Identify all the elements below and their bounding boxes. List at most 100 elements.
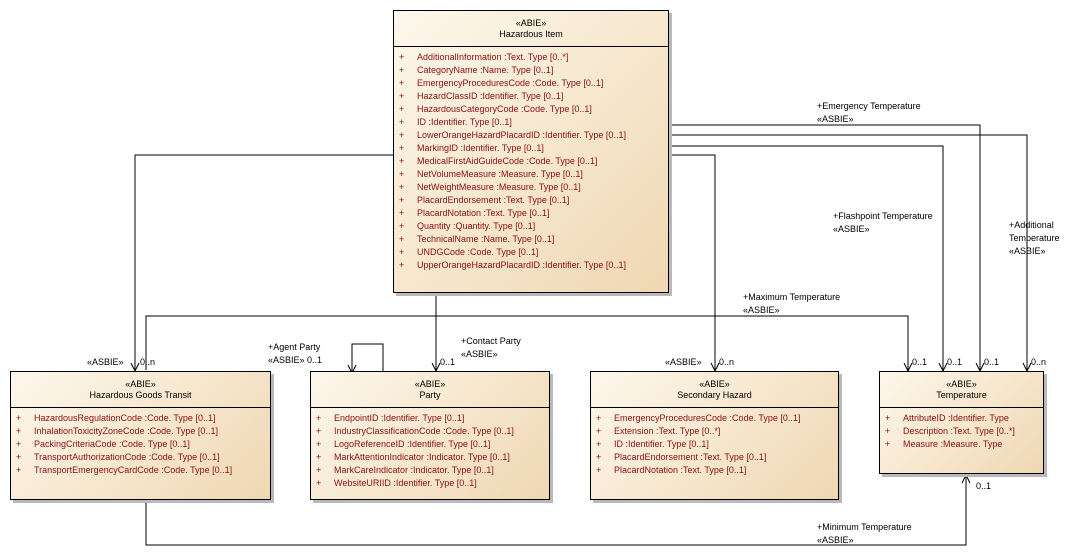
attribute-row[interactable]: +NetWeightMeasure :Measure. Type [0..1] [394,181,668,194]
attribute-row[interactable]: + HazardousCategoryCode :Code. Type [0..1… [394,103,668,116]
attribute-text: CategoryName :Name. Type [0..1] [417,65,554,75]
label-secondary-hazard-stereotype: «ASBIE» [665,357,702,367]
visibility-marker: + [16,439,22,449]
visibility-marker: + [596,413,602,423]
multiplicity-maximum-temperature: 0..1 [912,357,928,367]
connector-emergency-temperature [668,124,981,370]
attribute-text: HazardousCategoryCode :Code. Type [0..1] [417,104,592,114]
attribute-row[interactable]: +TechnicalName :Name. Type [0..1] [394,233,668,246]
visibility-marker: + [399,78,405,88]
attribute-row[interactable]: +HazardousRegulationCode :Code. Type [0.… [11,412,270,425]
connector-agent-party [351,343,384,372]
visibility-marker: + [399,65,405,75]
class-title: Temperature [936,390,987,400]
attribute-text: IndustryClassificationCode :Code. Type [… [334,426,514,436]
attribute-row[interactable]: +PlacardNotation :Text. Type [0..1] [591,464,838,477]
attribute-row[interactable]: + LogoReferenceID :Identifier. Type [0..1… [311,438,549,451]
attribute-text: ID :Identifier. Type [0..1] [614,439,709,449]
class-hazardous-item[interactable]: «ABIE» Hazardous Item +AdditionalInforma… [393,10,669,293]
visibility-marker: + [399,182,405,192]
attribute-text: LowerOrangeHazardPlacardID :Identifier. … [417,130,626,140]
multiplicity-flashpoint-temperature: 0..1 [947,357,963,367]
multiplicity-minimum-temperature: 0..1 [976,481,992,491]
visibility-marker: + [16,465,22,475]
attribute-row[interactable]: +AttributeID :Identifier. Type [880,412,1043,425]
connector-minimum-temperature [145,476,967,546]
attribute-row[interactable]: + CategoryName :Name. Type [0..1] [394,64,668,77]
visibility-marker: + [399,260,405,270]
label-minimum-temperature-stereotype: «ASBIE» [817,535,854,545]
attribute-text: TransportEmergencyCardCode :Code. Type [… [34,465,233,475]
attribute-row[interactable]: + UNDGCode :Code. Type [0..1] [394,246,668,259]
attribute-row[interactable]: + TransportEmergencyCardCode :Code. Type … [11,464,270,477]
attribute-text: UNDGCode :Code. Type [0..1] [417,247,539,257]
visibility-marker: + [316,465,322,475]
attribute-row[interactable]: + EmergencyProceduresCode :Code. Type [0.… [591,412,838,425]
attribute-row[interactable]: +MedicalFirstAidGuideCode :Code. Type [0… [394,155,668,168]
class-secondary-hazard[interactable]: «ABIE» Secondary Hazard +EmergencyProced… [590,371,839,500]
visibility-marker: + [399,247,405,257]
attribute-text: HazardousRegulationCode :Code. Type [0..… [34,413,216,423]
attribute-row[interactable]: + Extension :Text. Type [0..*] [591,425,838,438]
visibility-marker: + [316,426,322,436]
visibility-marker: + [399,208,405,218]
attribute-row[interactable]: + IndustryClassificationCode :Code. Type … [311,425,549,438]
attribute-row[interactable]: +InhalationToxicityZoneCode :Code. Type … [11,425,270,438]
multiplicity-secondary-hazard: 0..n [719,357,735,367]
visibility-marker: + [596,452,602,462]
attribute-row[interactable]: + LowerOrangeHazardPlacardID :Identifier.… [394,129,668,142]
label-agent-party: +Agent Party [268,342,321,352]
visibility-marker: + [316,439,322,449]
attribute-row[interactable]: +PlacardEndorsement :Text. Type [0..1] [394,194,668,207]
attribute-text: EmergencyProceduresCode :Code. Type [0..… [614,413,801,423]
class-title: Hazardous Item [499,29,563,39]
attribute-row[interactable]: +TransportAuthorizationCode :Code. Type … [11,451,270,464]
attribute-row[interactable]: +MarkAttentionIndicator :Indicator. Type… [311,451,549,464]
attribute-row[interactable]: +Quantity :Quantity. Type [0..1] [394,220,668,233]
attribute-row[interactable]: +UpperOrangeHazardPlacardID :Identifier.… [394,259,668,272]
label-maximum-temperature-stereotype: «ASBIE» [743,305,780,315]
attribute-text: NetVolumeMeasure :Measure. Type [0..1] [417,169,583,179]
attribute-row[interactable]: +PlacardEndorsement :Text. Type [0..1] [591,451,838,464]
attribute-text: Extension :Text. Type [0..*] [614,426,721,436]
attribute-row[interactable]: +ID :Identifier. Type [0..1] [591,438,838,451]
attribute-row[interactable]: +MarkingID :Identifier. Type [0..1] [394,142,668,155]
class-party[interactable]: «ABIE» Party +EndpointID :Identifier. Ty… [310,371,550,500]
attribute-row[interactable]: +EndpointID :Identifier. Type [0..1] [311,412,549,425]
attribute-row[interactable]: + EmergencyProceduresCode :Code. Type [0.… [394,77,668,90]
visibility-marker: + [885,439,891,449]
attribute-row[interactable]: +Measure :Measure. Type [880,438,1043,451]
attribute-row[interactable]: + PlacardNotation :Text. Type [0..1] [394,207,668,220]
visibility-marker: + [316,413,322,423]
attribute-row[interactable]: +WebsiteURIID :Identifier. Type [0..1] [311,477,549,490]
visibility-marker: + [596,426,602,436]
visibility-marker: + [596,465,602,475]
class-temperature[interactable]: «ABIE» Temperature +AttributeID :Identif… [879,371,1044,474]
attribute-row[interactable]: +Description :Text. Type [0..*] [880,425,1043,438]
visibility-marker: + [399,143,405,153]
attribute-row[interactable]: +HazardClassID :Identifier. Type [0..1] [394,90,668,103]
multiplicity-transit: 0..n [140,357,156,367]
attribute-text: TransportAuthorizationCode :Code. Type [… [34,452,220,462]
class-hazardous-goods-transit[interactable]: «ABIE» Hazardous Goods Transit +Hazardou… [10,371,271,500]
attribute-row[interactable]: +PackingCriteriaCode :Code. Type [0..1] [11,438,270,451]
attribute-text: MarkAttentionIndicator :Indicator. Type … [334,452,510,462]
visibility-marker: + [399,104,405,114]
visibility-marker: + [399,130,405,140]
attribute-text: PlacardEndorsement :Text. Type [0..1] [417,195,570,205]
attribute-list: +AdditionalInformation :Text. Type [0..*… [394,47,668,272]
attribute-row[interactable]: +MarkCareIndicator :Indicator. Type [0..… [311,464,549,477]
attribute-text: PlacardNotation :Text. Type [0..1] [417,208,550,218]
visibility-marker: + [399,117,405,127]
attribute-row[interactable]: +ID :Identifier. Type [0..1] [394,116,668,129]
attribute-text: LogoReferenceID :Identifier. Type [0..1] [334,439,491,449]
label-maximum-temperature: +Maximum Temperature [743,292,841,302]
visibility-marker: + [399,156,405,166]
label-additional-temperature: +Additional [1009,220,1054,230]
visibility-marker: + [399,234,405,244]
attribute-row[interactable]: +AdditionalInformation :Text. Type [0..*… [394,51,668,64]
label-transit-stereotype: «ASBIE» [87,357,124,367]
class-stereotype: «ABIE» [414,379,446,389]
attribute-text: EmergencyProceduresCode :Code. Type [0..… [417,78,604,88]
attribute-row[interactable]: +NetVolumeMeasure :Measure. Type [0..1] [394,168,668,181]
